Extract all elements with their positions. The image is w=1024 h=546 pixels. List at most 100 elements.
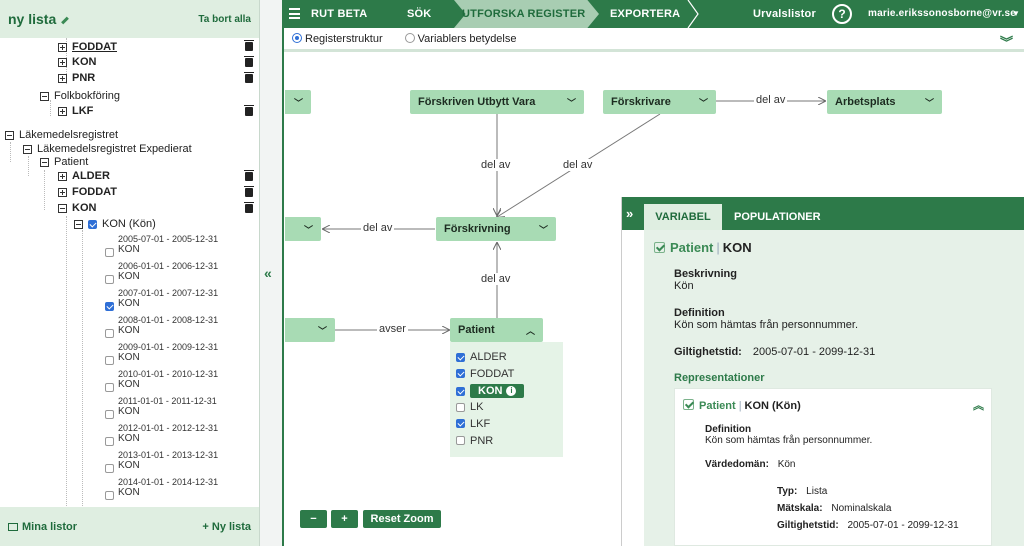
trash-icon[interactable]	[244, 40, 254, 51]
list-title[interactable]: ny lista	[8, 11, 70, 27]
trash-icon[interactable]	[244, 186, 254, 197]
radio-register-structure[interactable]: Registerstruktur	[292, 32, 383, 45]
chevron-down-icon[interactable]: ﹀	[317, 325, 327, 336]
checkbox[interactable]	[456, 402, 465, 412]
tree-item-foddat[interactable]: FODDAT	[58, 40, 117, 54]
tab-populations[interactable]: POPULATIONER	[734, 211, 821, 223]
expand-icon[interactable]	[58, 171, 67, 181]
collapse-icon[interactable]	[58, 203, 67, 213]
patient-var-item[interactable]: LKF	[456, 418, 490, 430]
checkbox[interactable]	[456, 419, 465, 429]
tree-item-kon[interactable]: KON	[58, 55, 96, 69]
period-checkbox[interactable]	[105, 383, 114, 392]
period-checkbox[interactable]	[105, 437, 114, 446]
tree-item-folkbokforing[interactable]: Folkbokföring	[40, 89, 120, 103]
collapse-icon[interactable]	[5, 130, 14, 140]
new-list-button[interactable]: + Ny lista	[202, 520, 251, 533]
tree-item-patient[interactable]: Patient	[40, 155, 88, 169]
period-checkbox[interactable]	[105, 329, 114, 338]
tab-variable[interactable]: VARIABEL	[644, 204, 722, 230]
help-icon[interactable]: ?	[832, 4, 852, 24]
tree-item-pnr[interactable]: PNR	[58, 71, 95, 85]
nav-selections[interactable]: Urvalslistor	[753, 8, 816, 20]
trash-icon[interactable]	[244, 105, 254, 116]
tree-item-kon-kon[interactable]: KON (Kön)	[74, 217, 156, 231]
collapse-icon[interactable]	[40, 91, 49, 101]
patient-var-item[interactable]: LK	[456, 401, 483, 413]
node-arbetsplats[interactable]: Arbetsplats﹀	[827, 90, 942, 114]
node-forskrivning[interactable]: Förskrivning﹀	[436, 217, 556, 241]
expand-icon[interactable]	[58, 187, 67, 197]
nav-explore[interactable]: UTFORSKA REGISTER	[462, 8, 586, 20]
tree-item-alder[interactable]: ALDER	[58, 169, 110, 183]
chevron-down-icon[interactable]: ﹀	[293, 97, 303, 108]
trash-icon[interactable]	[244, 72, 254, 83]
expand-icon[interactable]	[58, 57, 67, 67]
period-checkbox[interactable]	[105, 275, 114, 284]
radio-variable-meaning[interactable]: Variablers betydelse	[404, 32, 517, 45]
pencil-icon[interactable]	[61, 16, 70, 24]
tree-item-lkf[interactable]: LKF	[58, 104, 93, 118]
nav-export[interactable]: EXPORTERA	[610, 8, 681, 20]
collapse-panel-icon[interactable]: »	[626, 206, 634, 221]
node-partial-2[interactable]: ﹀	[285, 217, 321, 241]
period-checkbox[interactable]	[105, 302, 114, 311]
patient-var-item[interactable]: FODDAT	[456, 368, 514, 380]
nav-search[interactable]: SÖK	[407, 8, 432, 20]
expand-icon[interactable]	[58, 73, 67, 83]
collapse-left-icon[interactable]: «	[264, 265, 272, 281]
chevron-down-icon[interactable]: ﹀	[566, 97, 576, 108]
trash-icon[interactable]	[244, 170, 254, 181]
period-checkbox[interactable]	[105, 464, 114, 473]
tree-item-kon-2[interactable]: KON	[58, 201, 96, 215]
period-checkbox[interactable]	[105, 491, 114, 500]
info-icon[interactable]: i	[506, 386, 517, 397]
clear-all-button[interactable]: Ta bort alla	[198, 13, 251, 25]
patient-var-item[interactable]: ALDER	[456, 351, 507, 363]
checkbox[interactable]	[456, 352, 465, 362]
collapse-icon[interactable]	[40, 157, 49, 167]
node-forskrivare[interactable]: Förskrivare﹀	[603, 90, 716, 114]
my-lists-button[interactable]: Mina listor	[8, 521, 77, 533]
zoom-in-button[interactable]: +	[331, 510, 358, 528]
node-partial-1[interactable]: ﹀	[285, 90, 311, 114]
expand-icon[interactable]	[58, 42, 67, 52]
checkbox[interactable]	[456, 436, 465, 445]
chevron-down-icon[interactable]: ﹀	[303, 224, 313, 235]
checkbox[interactable]	[88, 219, 97, 229]
period-checkbox[interactable]	[105, 248, 114, 257]
hamburger-icon[interactable]	[289, 8, 300, 19]
collapse-icon[interactable]	[23, 144, 32, 154]
chevron-down-icon[interactable]: ﹀	[924, 97, 934, 108]
user-menu-chevron-icon[interactable]: ▼	[1012, 9, 1021, 18]
user-email[interactable]: marie.erikssonosborne@vr.se	[868, 8, 1016, 19]
chevron-double-up-icon[interactable]: ︽	[973, 400, 984, 412]
patient-var-item[interactable]: PNR	[456, 435, 493, 447]
tree-item-expedierat[interactable]: Läkemedelsregistret Expedierat	[23, 142, 192, 156]
graph-canvas[interactable]: ﹀ Förskriven Utbytt Vara﹀ Förskrivare﹀ A…	[285, 55, 1024, 546]
chevron-down-icon[interactable]: ﹀	[698, 97, 708, 108]
zoom-out-button[interactable]: −	[300, 510, 327, 528]
node-partial-3[interactable]: ﹀	[285, 318, 335, 342]
reset-zoom-button[interactable]: Reset Zoom	[363, 510, 441, 528]
checkbox[interactable]	[456, 386, 465, 396]
expand-icon[interactable]	[58, 106, 67, 116]
period-checkbox[interactable]	[105, 356, 114, 365]
trash-icon[interactable]	[244, 56, 254, 67]
tree-item-lakemedelsregistret[interactable]: Läkemedelsregistret	[5, 128, 118, 142]
tree-item-foddat-2[interactable]: FODDAT	[58, 185, 117, 199]
node-forskriven[interactable]: Förskriven Utbytt Vara﹀	[410, 90, 584, 114]
chevron-up-icon[interactable]: ︿	[525, 325, 535, 336]
